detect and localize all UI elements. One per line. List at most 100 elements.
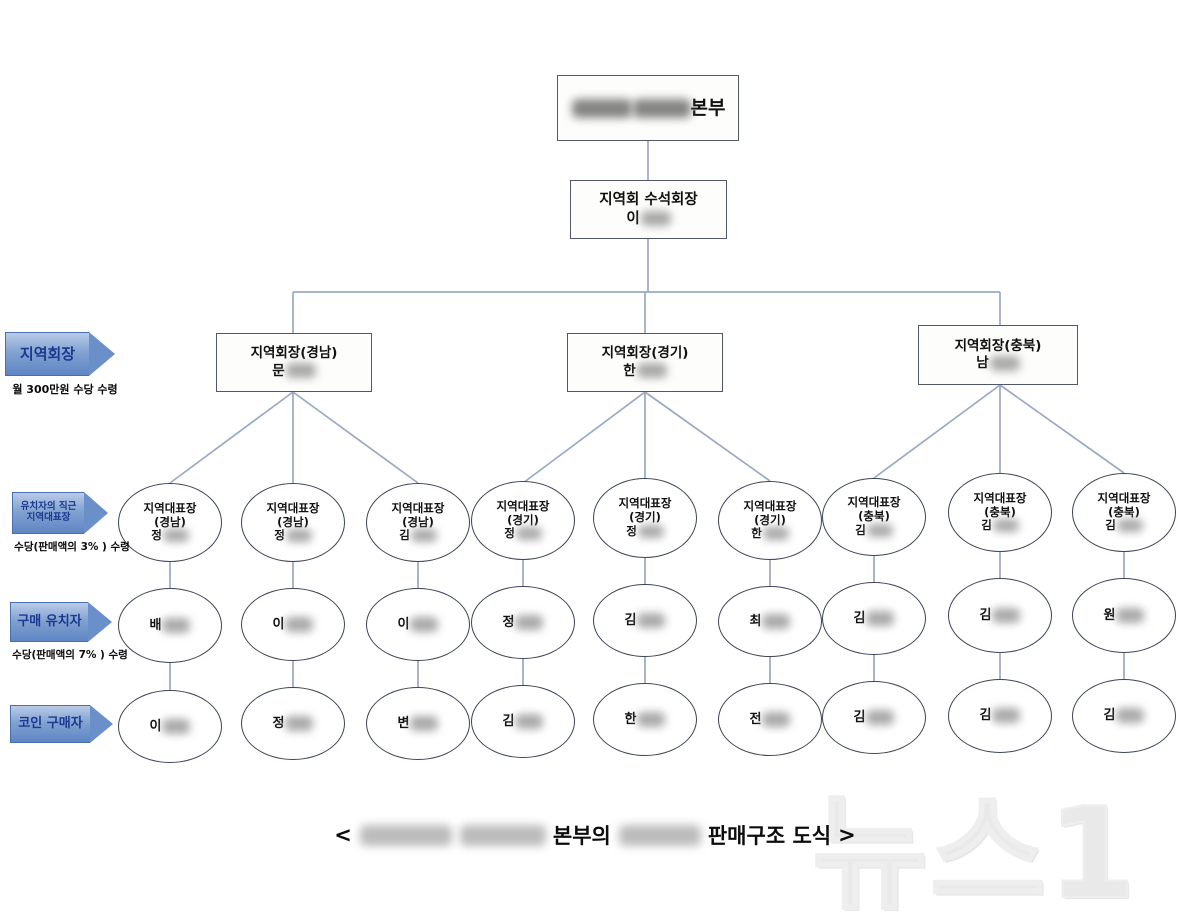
legend-label-line-2: 지역대표장	[26, 512, 71, 523]
redaction-blur	[637, 612, 666, 628]
node-recruiter[interactable]: 이	[241, 588, 345, 661]
redaction-blur	[632, 98, 691, 118]
representative-name: 김	[1105, 518, 1143, 533]
legend-arrow-body: 구매 유치자	[10, 602, 88, 642]
representative-title: 지역대표장	[496, 498, 550, 513]
legend-note: 수당(판매액의 7% ) 수령	[12, 649, 128, 661]
node-representative[interactable]: 지역대표장 (충북) 김	[822, 478, 926, 556]
legend-arrow-shape: 유치자의 직근 지역대표장	[12, 492, 132, 534]
caption-close-bracket: >	[838, 823, 856, 847]
representative-region: (충북)	[858, 509, 890, 524]
representative-surname: 김	[981, 518, 992, 533]
redaction-blur	[162, 529, 189, 543]
representative-region: (경기)	[507, 512, 539, 527]
legend-label: 구매 유치자	[17, 613, 82, 629]
redaction-blur	[762, 527, 789, 541]
node-regional-chairman-gyeonggi[interactable]: 지역회장(경기) 한	[567, 333, 723, 392]
legend-label: 코인 구매자	[18, 715, 83, 731]
node-representative[interactable]: 지역대표장 (경기) 정	[593, 478, 697, 558]
node-buyer[interactable]: 전	[718, 683, 822, 756]
legend-regional-representative: 유치자의 직근 지역대표장 수당(판매액의 3% ) 수령	[12, 492, 132, 554]
node-regional-chairman-chungbuk[interactable]: 지역회장(충북) 남	[918, 325, 1078, 385]
node-recruiter[interactable]: 김	[593, 584, 697, 657]
legend-arrow-shape: 지역회장	[5, 332, 125, 376]
recruiter-name: 정	[503, 614, 544, 631]
buyer-surname: 김	[979, 708, 992, 724]
legend-arrow-body: 코인 구매자	[10, 705, 90, 743]
regional-chairman-name: 한	[623, 362, 667, 380]
redaction-blur	[989, 355, 1020, 371]
representative-region: (경남)	[402, 514, 434, 529]
node-buyer[interactable]: 한	[593, 683, 697, 756]
representative-title: 지역대표장	[847, 495, 901, 510]
representative-surname: 한	[751, 526, 762, 541]
representative-title: 지역대표장	[391, 500, 445, 515]
representative-title: 지역대표장	[143, 500, 197, 515]
node-recruiter[interactable]: 김	[822, 582, 926, 655]
node-buyer[interactable]: 김	[822, 681, 926, 754]
node-buyer[interactable]: 김	[471, 685, 575, 758]
redaction-blur	[285, 616, 314, 632]
representative-name: 한	[751, 526, 789, 541]
legend-arrow-body: 지역회장	[5, 332, 89, 376]
node-representative[interactable]: 지역대표장 (충북) 김	[948, 473, 1052, 552]
node-buyer[interactable]: 정	[241, 687, 345, 760]
legend-note: 월 300만원 수당 수령	[12, 383, 118, 396]
node-representative[interactable]: 지역대표장 (충북) 김	[1072, 473, 1176, 552]
representative-title: 지역대표장	[743, 498, 797, 513]
redaction-blur	[285, 715, 314, 731]
node-representative[interactable]: 지역대표장 (경기) 정	[471, 481, 575, 560]
recruiter-surname: 배	[149, 617, 162, 633]
legend-arrow-head	[88, 602, 112, 642]
recruiter-surname: 이	[397, 616, 410, 632]
buyer-name: 정	[273, 715, 314, 732]
node-representative[interactable]: 지역대표장 (경남) 김	[366, 483, 470, 562]
redaction-blur	[571, 98, 632, 118]
recruiter-surname: 김	[979, 607, 992, 623]
diagram-caption: < 본부의 판매구조 도식 >	[275, 815, 915, 855]
node-recruiter[interactable]: 최	[718, 586, 822, 657]
legend-note: 수당(판매액의 3% ) 수령	[14, 541, 130, 553]
redaction-blur	[359, 824, 452, 846]
buyer-surname: 변	[397, 715, 410, 731]
node-recruiter[interactable]: 김	[948, 578, 1052, 653]
redaction-blur	[162, 718, 191, 734]
representative-title: 지역대표장	[1097, 490, 1151, 505]
redaction-blur	[285, 363, 316, 378]
representative-title: 지역대표장	[973, 490, 1027, 505]
regional-chairman-title: 지역회장(경남)	[250, 345, 338, 362]
redaction-blur	[459, 824, 546, 846]
legend-regional-chairman: 지역회장 월 300만원 수당 수령	[5, 332, 125, 397]
representative-region: (경기)	[754, 512, 786, 527]
buyer-surname: 김	[1103, 708, 1116, 724]
recruiter-name: 김	[854, 610, 895, 627]
representative-surname: 김	[399, 528, 410, 543]
node-recruiter[interactable]: 원	[1072, 578, 1176, 653]
redaction-blur	[637, 524, 664, 538]
node-representative[interactable]: 지역대표장 (경남) 정	[118, 483, 222, 562]
node-buyer[interactable]: 김	[1072, 679, 1176, 753]
redaction-blur	[866, 610, 895, 626]
redaction-blur	[515, 614, 544, 630]
regional-chairman-surname: 한	[623, 362, 636, 379]
node-headquarters[interactable]: 본부	[557, 75, 739, 141]
node-buyer[interactable]: 변	[366, 687, 470, 760]
node-recruiter[interactable]: 배	[118, 588, 222, 663]
recruiter-surname: 김	[624, 612, 637, 628]
redaction-blur	[410, 715, 439, 731]
node-recruiter[interactable]: 이	[366, 588, 470, 661]
representative-title: 지역대표장	[618, 496, 672, 511]
redaction-blur	[515, 713, 544, 729]
regional-chairman-surname: 남	[976, 355, 989, 371]
node-representative[interactable]: 지역대표장 (경기) 한	[718, 481, 822, 560]
redaction-blur	[992, 607, 1021, 623]
representative-surname: 김	[1105, 518, 1116, 533]
node-representative[interactable]: 지역대표장 (경남) 정	[241, 483, 345, 562]
regional-chairman-title: 지역회장(경기)	[601, 345, 689, 362]
node-chief-chairman[interactable]: 지역회 수석회장 이	[570, 180, 727, 239]
node-buyer[interactable]: 이	[118, 690, 222, 763]
node-buyer[interactable]: 김	[948, 679, 1052, 753]
node-recruiter[interactable]: 정	[471, 586, 575, 659]
node-regional-chairman-gyeongnam[interactable]: 지역회장(경남) 문	[216, 333, 372, 392]
representative-region: (경남)	[277, 514, 309, 529]
